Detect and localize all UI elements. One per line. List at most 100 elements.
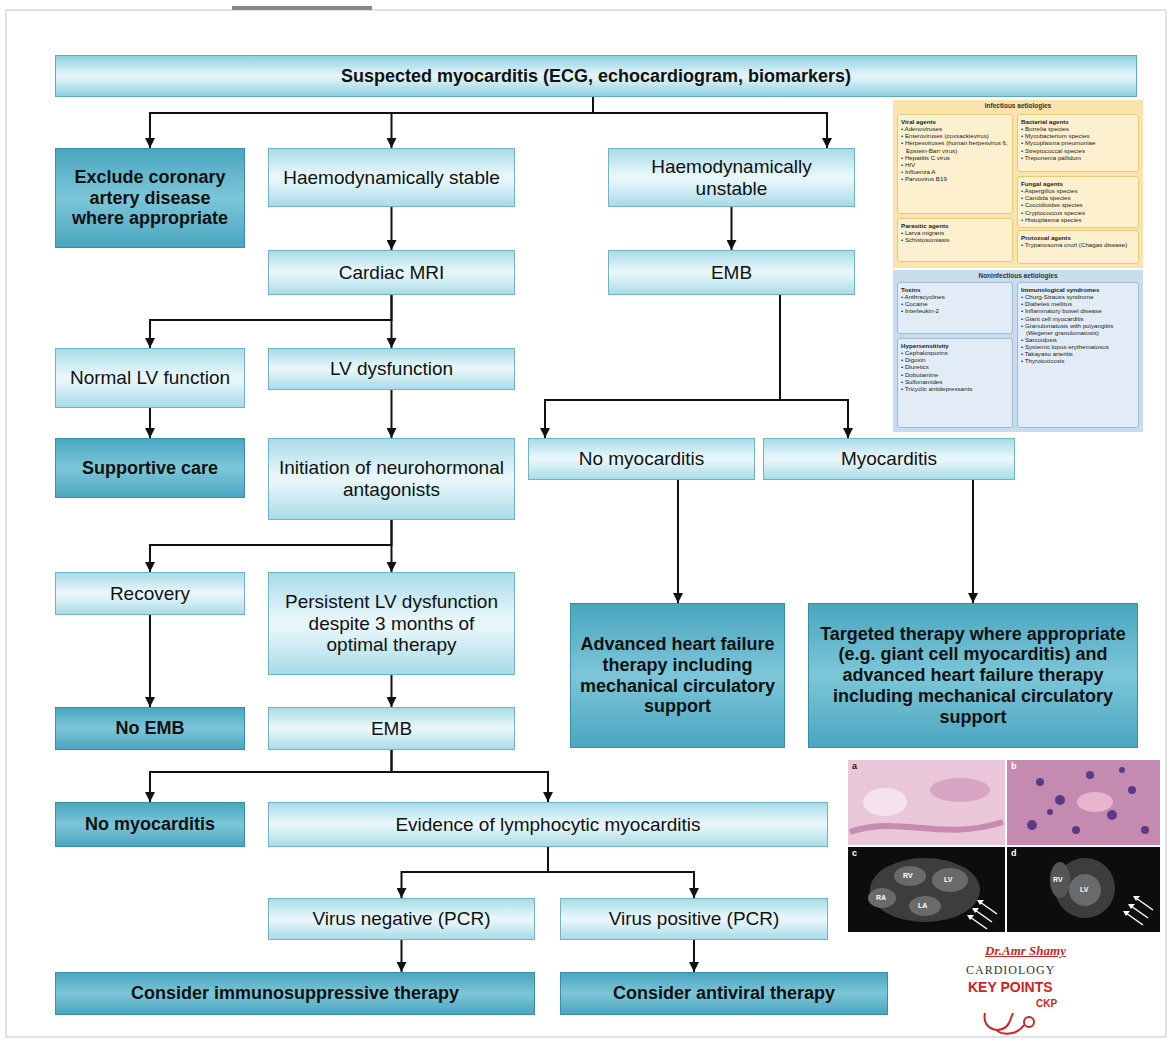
box-label: Supportive care: [82, 458, 218, 479]
heart-chamber: [932, 868, 968, 892]
flow-arrow: [731, 207, 733, 250]
cell-nucleus: [1055, 795, 1065, 805]
flow-arrow: [392, 750, 549, 802]
flow-arrow: [149, 615, 151, 707]
box-label: Evidence of lymphocytic myocarditis: [395, 814, 700, 836]
outcome-box: Consider immunosuppressive therapy: [55, 972, 535, 1015]
flow-arrow: [677, 480, 679, 603]
flow-arrow: [150, 295, 392, 348]
list-item: • Cryptococcus species: [1021, 209, 1135, 216]
list-item: • Diabetes mellitus: [1021, 300, 1135, 307]
list-item: • Sarcoidosis: [1021, 336, 1135, 343]
chamber-label: RA: [876, 894, 886, 902]
box-label: No myocarditis: [85, 814, 215, 835]
logo-text: CKP: [1036, 998, 1057, 1009]
list-item: • Enteroviruses (coxsackievirus): [901, 132, 1009, 139]
aetiology-box: Fungal agents• Aspergillus species• Cand…: [1017, 176, 1139, 228]
mri-panel: [848, 847, 1005, 932]
process-box: Initiation of neurohormonal antagonists: [268, 438, 515, 520]
box-heading: Hypersensitivity: [901, 342, 1009, 349]
chamber-label: LV: [1080, 886, 1088, 894]
aetiology-box: Toxins• Anthracyclines• Cocaine• Interle…: [897, 282, 1013, 334]
process-box: Virus negative (PCR): [268, 898, 535, 940]
outcome-box: Targeted therapy where appropriate (e.g.…: [808, 603, 1138, 748]
list-item: • Cephalosporins: [901, 349, 1009, 356]
box-heading: Toxins: [901, 286, 1009, 293]
list-item: • Digoxin: [901, 356, 1009, 363]
box-label: Persistent LV dysfunction despite 3 mont…: [277, 591, 506, 657]
box-label: Advanced heart failure therapy including…: [579, 634, 776, 717]
flow-arrow: [391, 295, 393, 348]
cell-nucleus: [1027, 820, 1037, 830]
list-item: • Churg-Strauss syndrome: [1021, 293, 1135, 300]
box-label: Haemodynamically unstable: [617, 156, 846, 200]
aetiology-box: Immunological syndromes• Churg-Strauss s…: [1017, 282, 1139, 428]
list-item: • Inflammatory bowel disease: [1021, 307, 1135, 314]
cell-nucleus: [1036, 778, 1044, 786]
cell-nucleus: [1047, 809, 1053, 815]
list-item: • Cocaine: [901, 300, 1009, 307]
outcome-box: Advanced heart failure therapy including…: [570, 603, 785, 748]
list-item: • Aspergillus species: [1021, 187, 1135, 194]
list-item: • Interleukin-2: [901, 307, 1009, 314]
flow-arrow: [780, 295, 848, 438]
list-item: • Histoplasma species: [1021, 216, 1135, 223]
cell-nucleus: [1141, 826, 1149, 834]
pointer-arrow: [970, 902, 997, 929]
flow-arrow: [391, 390, 393, 438]
process-box: Normal LV function: [55, 348, 245, 408]
list-item: • Larva migrans: [901, 229, 1009, 236]
outcome-box: Supportive care: [55, 438, 245, 498]
box-heading: Immunological syndromes: [1021, 286, 1135, 293]
chamber-label: LA: [918, 902, 927, 910]
flow-arrow: [150, 520, 392, 572]
pointer-arrow: [1126, 898, 1153, 925]
panel-letter: a: [852, 762, 857, 772]
cell-nucleus: [1128, 786, 1136, 794]
flow-arrow: [391, 520, 393, 572]
panel-title: Infectious aetiologies: [896, 102, 1140, 109]
page-frame: [6, 10, 1166, 1037]
cell-nucleus: [1119, 767, 1125, 773]
aetiology-box: Hypersensitivity• Cephalosporins• Digoxi…: [897, 338, 1013, 428]
process-box: Haemodynamically unstable: [608, 148, 855, 207]
aetiology-panel: Noninfectious aetiologiesToxins• Anthrac…: [893, 270, 1143, 432]
box-label: Suspected myocarditis (ECG, echocardiogr…: [341, 66, 851, 87]
heart-chamber: [909, 896, 941, 916]
start-box: Suspected myocarditis (ECG, echocardiogr…: [55, 55, 1137, 97]
process-box: EMB: [608, 250, 855, 295]
cell-nucleus: [1072, 826, 1080, 834]
flow-arrow: [402, 847, 549, 898]
list-item: • Takayasu arteritis: [1021, 350, 1135, 357]
aetiology-box: Parasitic agents• Larva migrans• Schisto…: [897, 218, 1013, 262]
heart-chamber: [868, 888, 896, 908]
pointer-arrowhead: [1123, 896, 1140, 916]
heart-chamber: [1069, 874, 1101, 906]
chamber-label: RV: [1053, 876, 1063, 884]
panel-letter: d: [1011, 849, 1017, 859]
list-item: • Diuretics: [901, 363, 1009, 370]
flow-arrow: [548, 847, 694, 898]
list-item: • Giant cell myocarditis: [1021, 315, 1135, 322]
box-label: Haemodynamically stable: [283, 167, 500, 189]
stethoscope-tube: [997, 1025, 1024, 1034]
process-box: Haemodynamically stable: [268, 148, 515, 207]
box-label: Recovery: [110, 583, 190, 605]
box-label: Virus positive (PCR): [609, 908, 780, 930]
box-label: Initiation of neurohormonal antagonists: [277, 457, 506, 501]
process-box: Cardiac MRI: [268, 250, 515, 295]
outcome-box: No myocarditis: [55, 802, 245, 847]
box-label: Myocarditis: [841, 448, 937, 470]
flow-arrow: [391, 207, 393, 250]
histology-panel: [1007, 760, 1160, 845]
tissue-region: [930, 778, 990, 802]
list-item: • Trypanosoma cruzi (Chagas disease): [1021, 241, 1135, 248]
aetiology-panel: Infectious aetiologiesViral agents• Aden…: [893, 100, 1143, 268]
list-item: • Treponema pallidum: [1021, 154, 1135, 161]
flow-arrow: [401, 940, 403, 972]
list-item: • Streptococcal species: [1021, 147, 1135, 154]
list-item: • Herpesviruses (human herpesvirus 6, Ep…: [901, 139, 1009, 153]
cell-nucleus: [1086, 771, 1094, 779]
heart-chamber: [894, 866, 926, 886]
process-box: Persistent LV dysfunction despite 3 mont…: [268, 572, 515, 675]
